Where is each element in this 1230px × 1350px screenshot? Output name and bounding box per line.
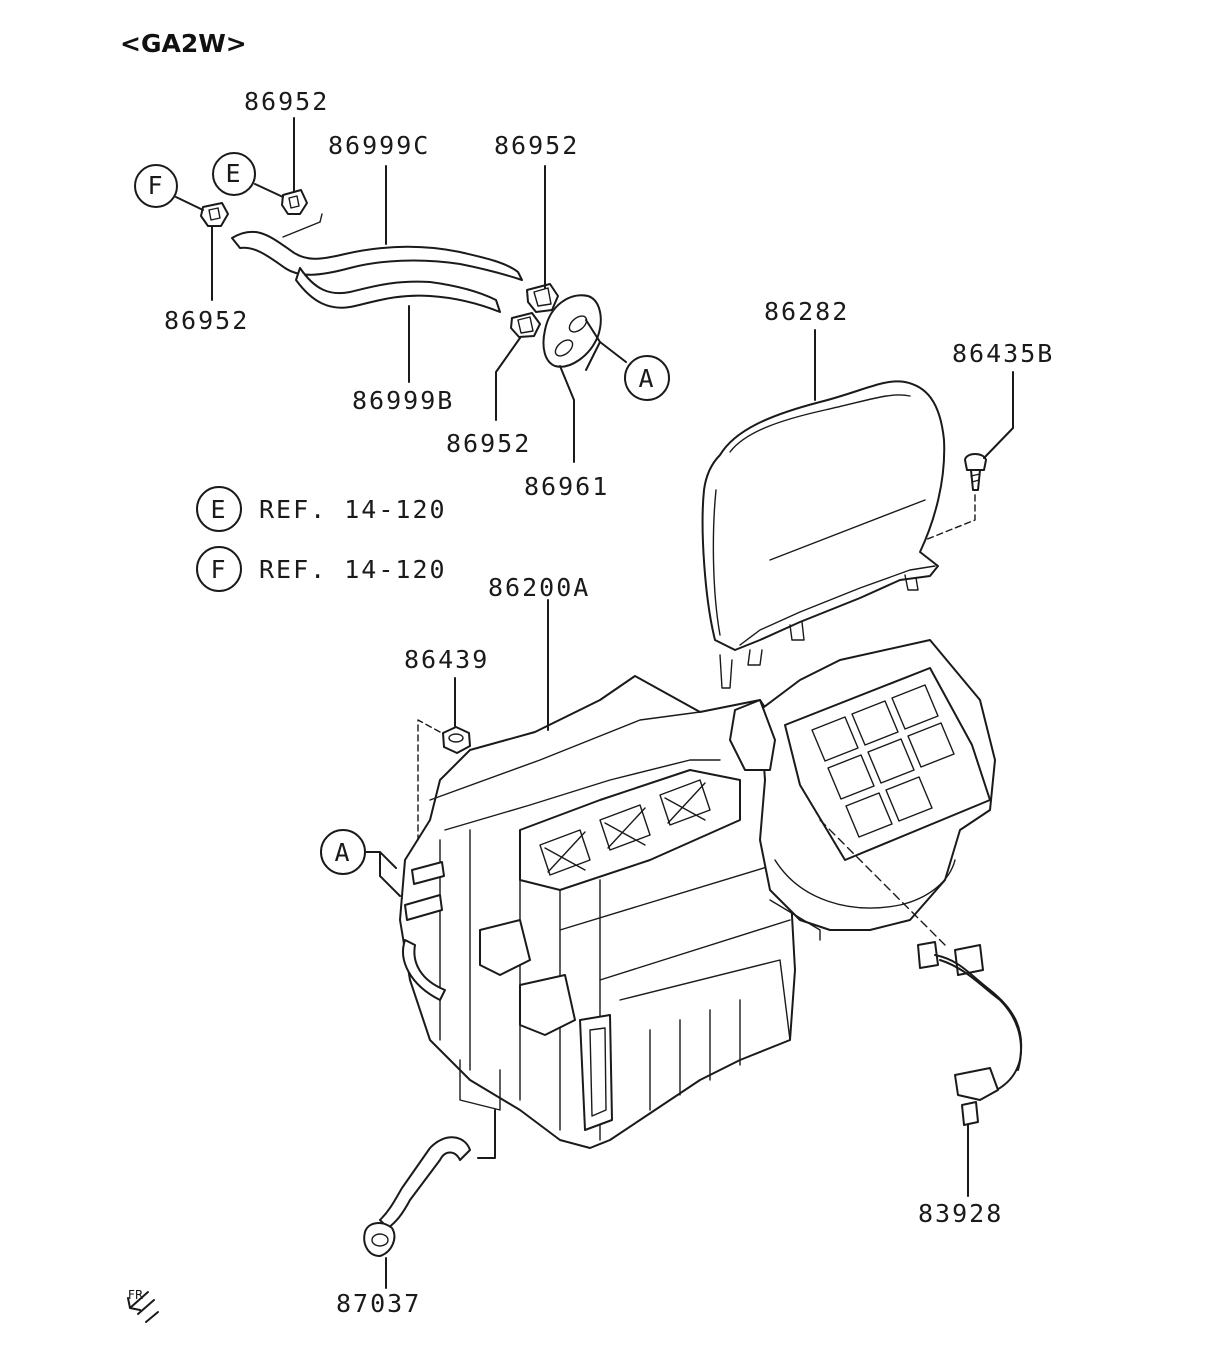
heater-hose-lower: [295, 267, 501, 313]
reference-e: E REF. 14-120: [196, 486, 447, 532]
callout-e: E: [212, 152, 256, 196]
svg-text:A: A: [334, 838, 351, 867]
svg-text:FR: FR: [128, 1288, 143, 1302]
part-label-86439: 86439: [404, 645, 489, 674]
gasket-86961: [542, 294, 602, 368]
drain-hose-87037: [363, 1136, 471, 1257]
svg-text:A: A: [638, 364, 655, 393]
leader-86435b-dash: [924, 494, 976, 541]
svg-text:E: E: [225, 159, 242, 188]
leader-87037-dash: [477, 1109, 496, 1159]
reference-f: F REF. 14-120: [196, 546, 447, 592]
part-label-86952-right: 86952: [494, 131, 579, 160]
callout-a-top: A: [624, 355, 670, 401]
harness-83928: [917, 941, 1023, 1126]
part-label-86435b: 86435B: [952, 339, 1054, 368]
hose-clamp-f: [200, 202, 229, 227]
front-direction-icon: FR: [127, 1288, 159, 1323]
leader-dash-harness: [819, 819, 946, 946]
callout-f: F: [134, 164, 178, 208]
svg-text:REF. 14-120: REF. 14-120: [259, 555, 447, 584]
filter-cover-86282: [701, 380, 946, 689]
nut-86439: [442, 726, 471, 754]
hose-clamp-e: [281, 189, 308, 215]
part-label-86961: 86961: [524, 472, 609, 501]
part-label-86952-left: 86952: [164, 306, 249, 335]
blower-grille-cells: [811, 684, 955, 838]
diagram-title: <GA2W>: [120, 29, 247, 58]
hose-clamp-upper-right: [526, 283, 559, 313]
svg-text:F: F: [147, 171, 164, 200]
part-label-86952-top: 86952: [244, 87, 329, 116]
part-label-86999b: 86999B: [352, 386, 454, 415]
svg-text:F: F: [210, 555, 227, 584]
leader-86435b: [983, 371, 1014, 459]
heater-hose-group: [200, 189, 602, 368]
leader-lines-top: [175, 117, 627, 463]
part-label-86999c: 86999C: [328, 131, 430, 160]
part-label-86952-bottom: 86952: [446, 429, 531, 458]
svg-text:E: E: [210, 495, 227, 524]
leader-86439-dash: [417, 719, 441, 841]
hose-clamp-lower-right: [510, 312, 541, 338]
svg-text:REF. 14-120: REF. 14-120: [259, 495, 447, 524]
hvac-unit-86200a: [399, 639, 996, 1149]
part-label-86282: 86282: [764, 297, 849, 326]
heater-hose-upper: [231, 230, 523, 281]
screw-86435b: [964, 453, 987, 491]
part-label-86200a: 86200A: [488, 573, 590, 602]
part-label-83928: 83928: [918, 1199, 1003, 1228]
callout-a-left: A: [320, 829, 401, 897]
part-label-87037: 87037: [336, 1289, 421, 1318]
